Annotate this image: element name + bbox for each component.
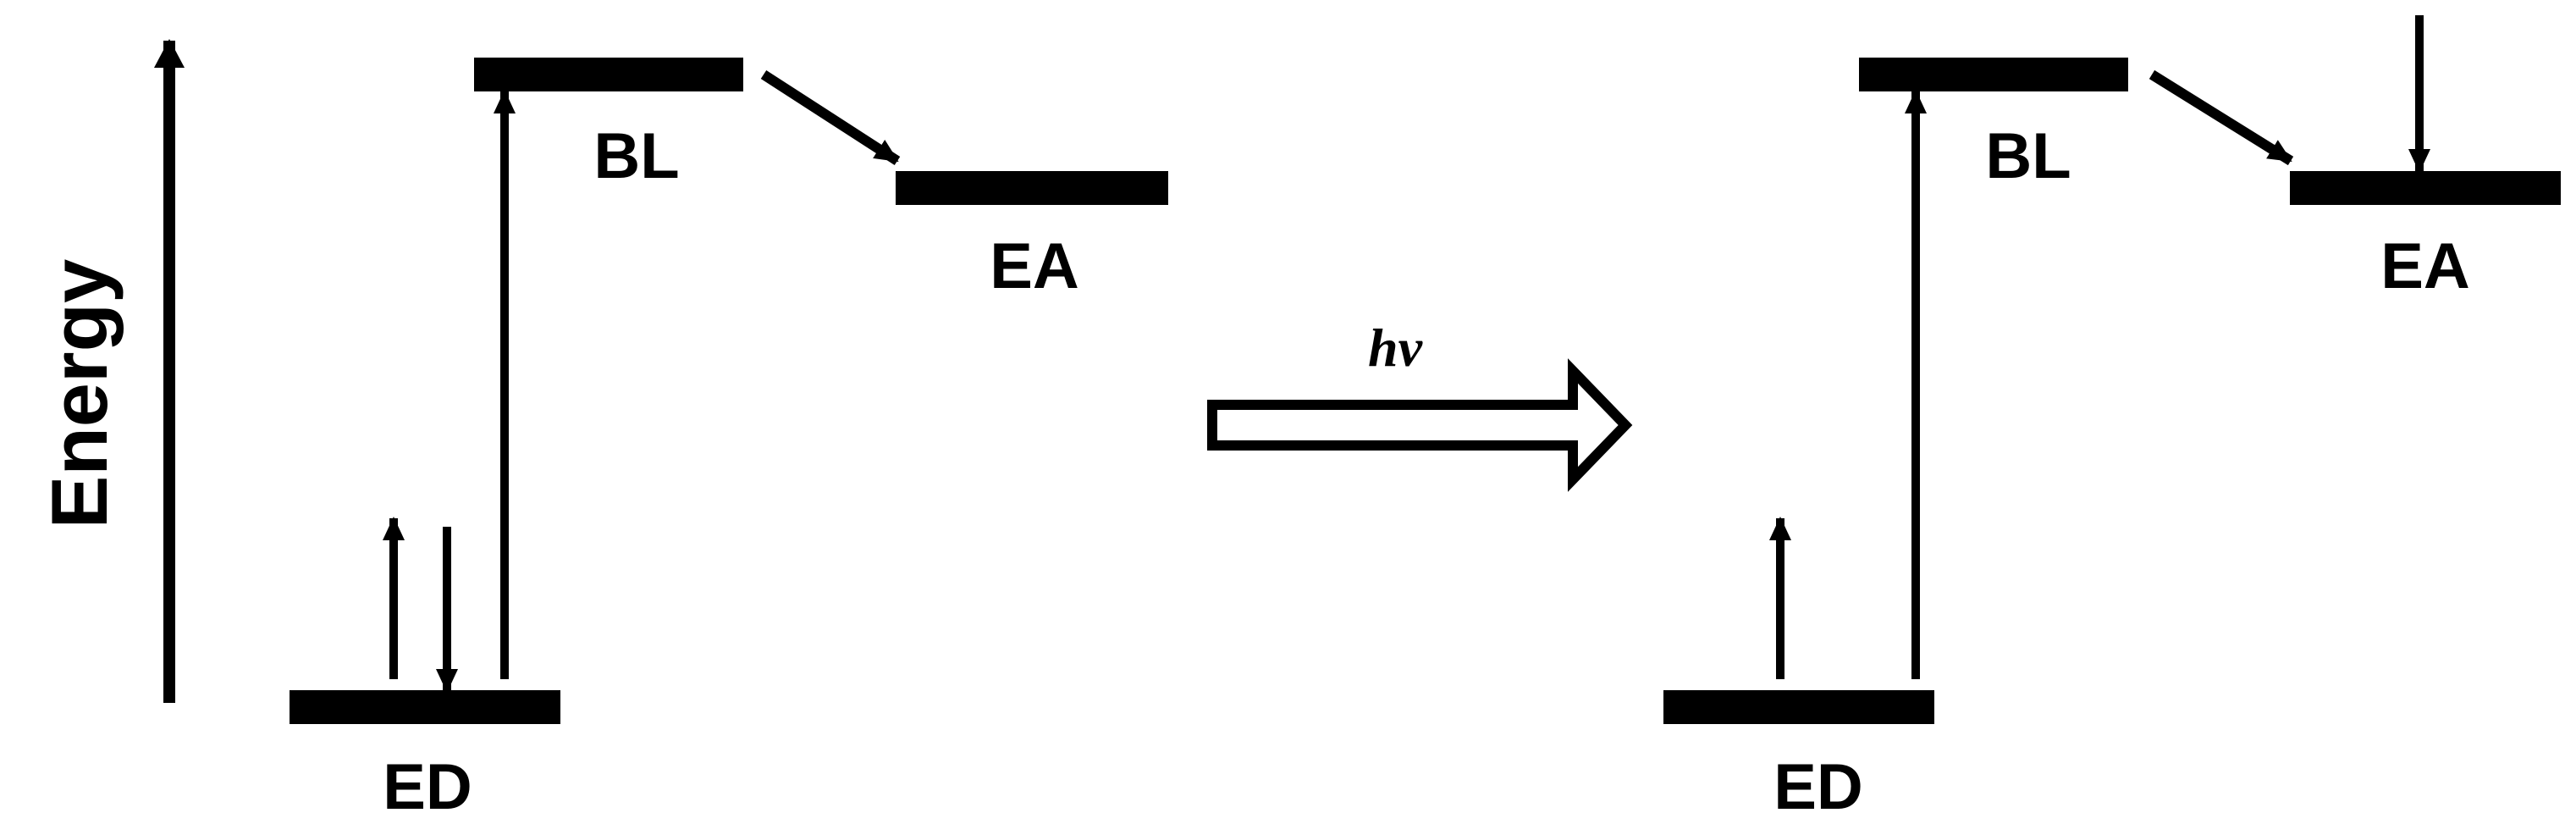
left-bridge-label: BL: [593, 120, 679, 192]
right-acceptor-level: [2290, 171, 2561, 205]
right-acceptor-label: EA: [2380, 230, 2470, 302]
left-bridge-level: [474, 58, 743, 91]
left-donor-level: [290, 690, 560, 724]
right-transfer-arrow: [2149, 69, 2294, 166]
right-bridge-level: [1859, 58, 2128, 91]
photon-energy-label: hv: [1368, 318, 1423, 378]
left-acceptor-label: EA: [990, 230, 1079, 302]
right-donor-level: [1663, 690, 1934, 724]
right-donor-label: ED: [1773, 751, 1863, 823]
photoexcitation-arrow: [1207, 358, 1633, 492]
left-transfer-arrow: [760, 69, 901, 166]
energy-axis-label: Energy: [35, 259, 124, 529]
right-bridge-label: BL: [1985, 120, 2071, 192]
left-donor-label: ED: [383, 751, 472, 823]
left-acceptor-level: [896, 171, 1168, 205]
